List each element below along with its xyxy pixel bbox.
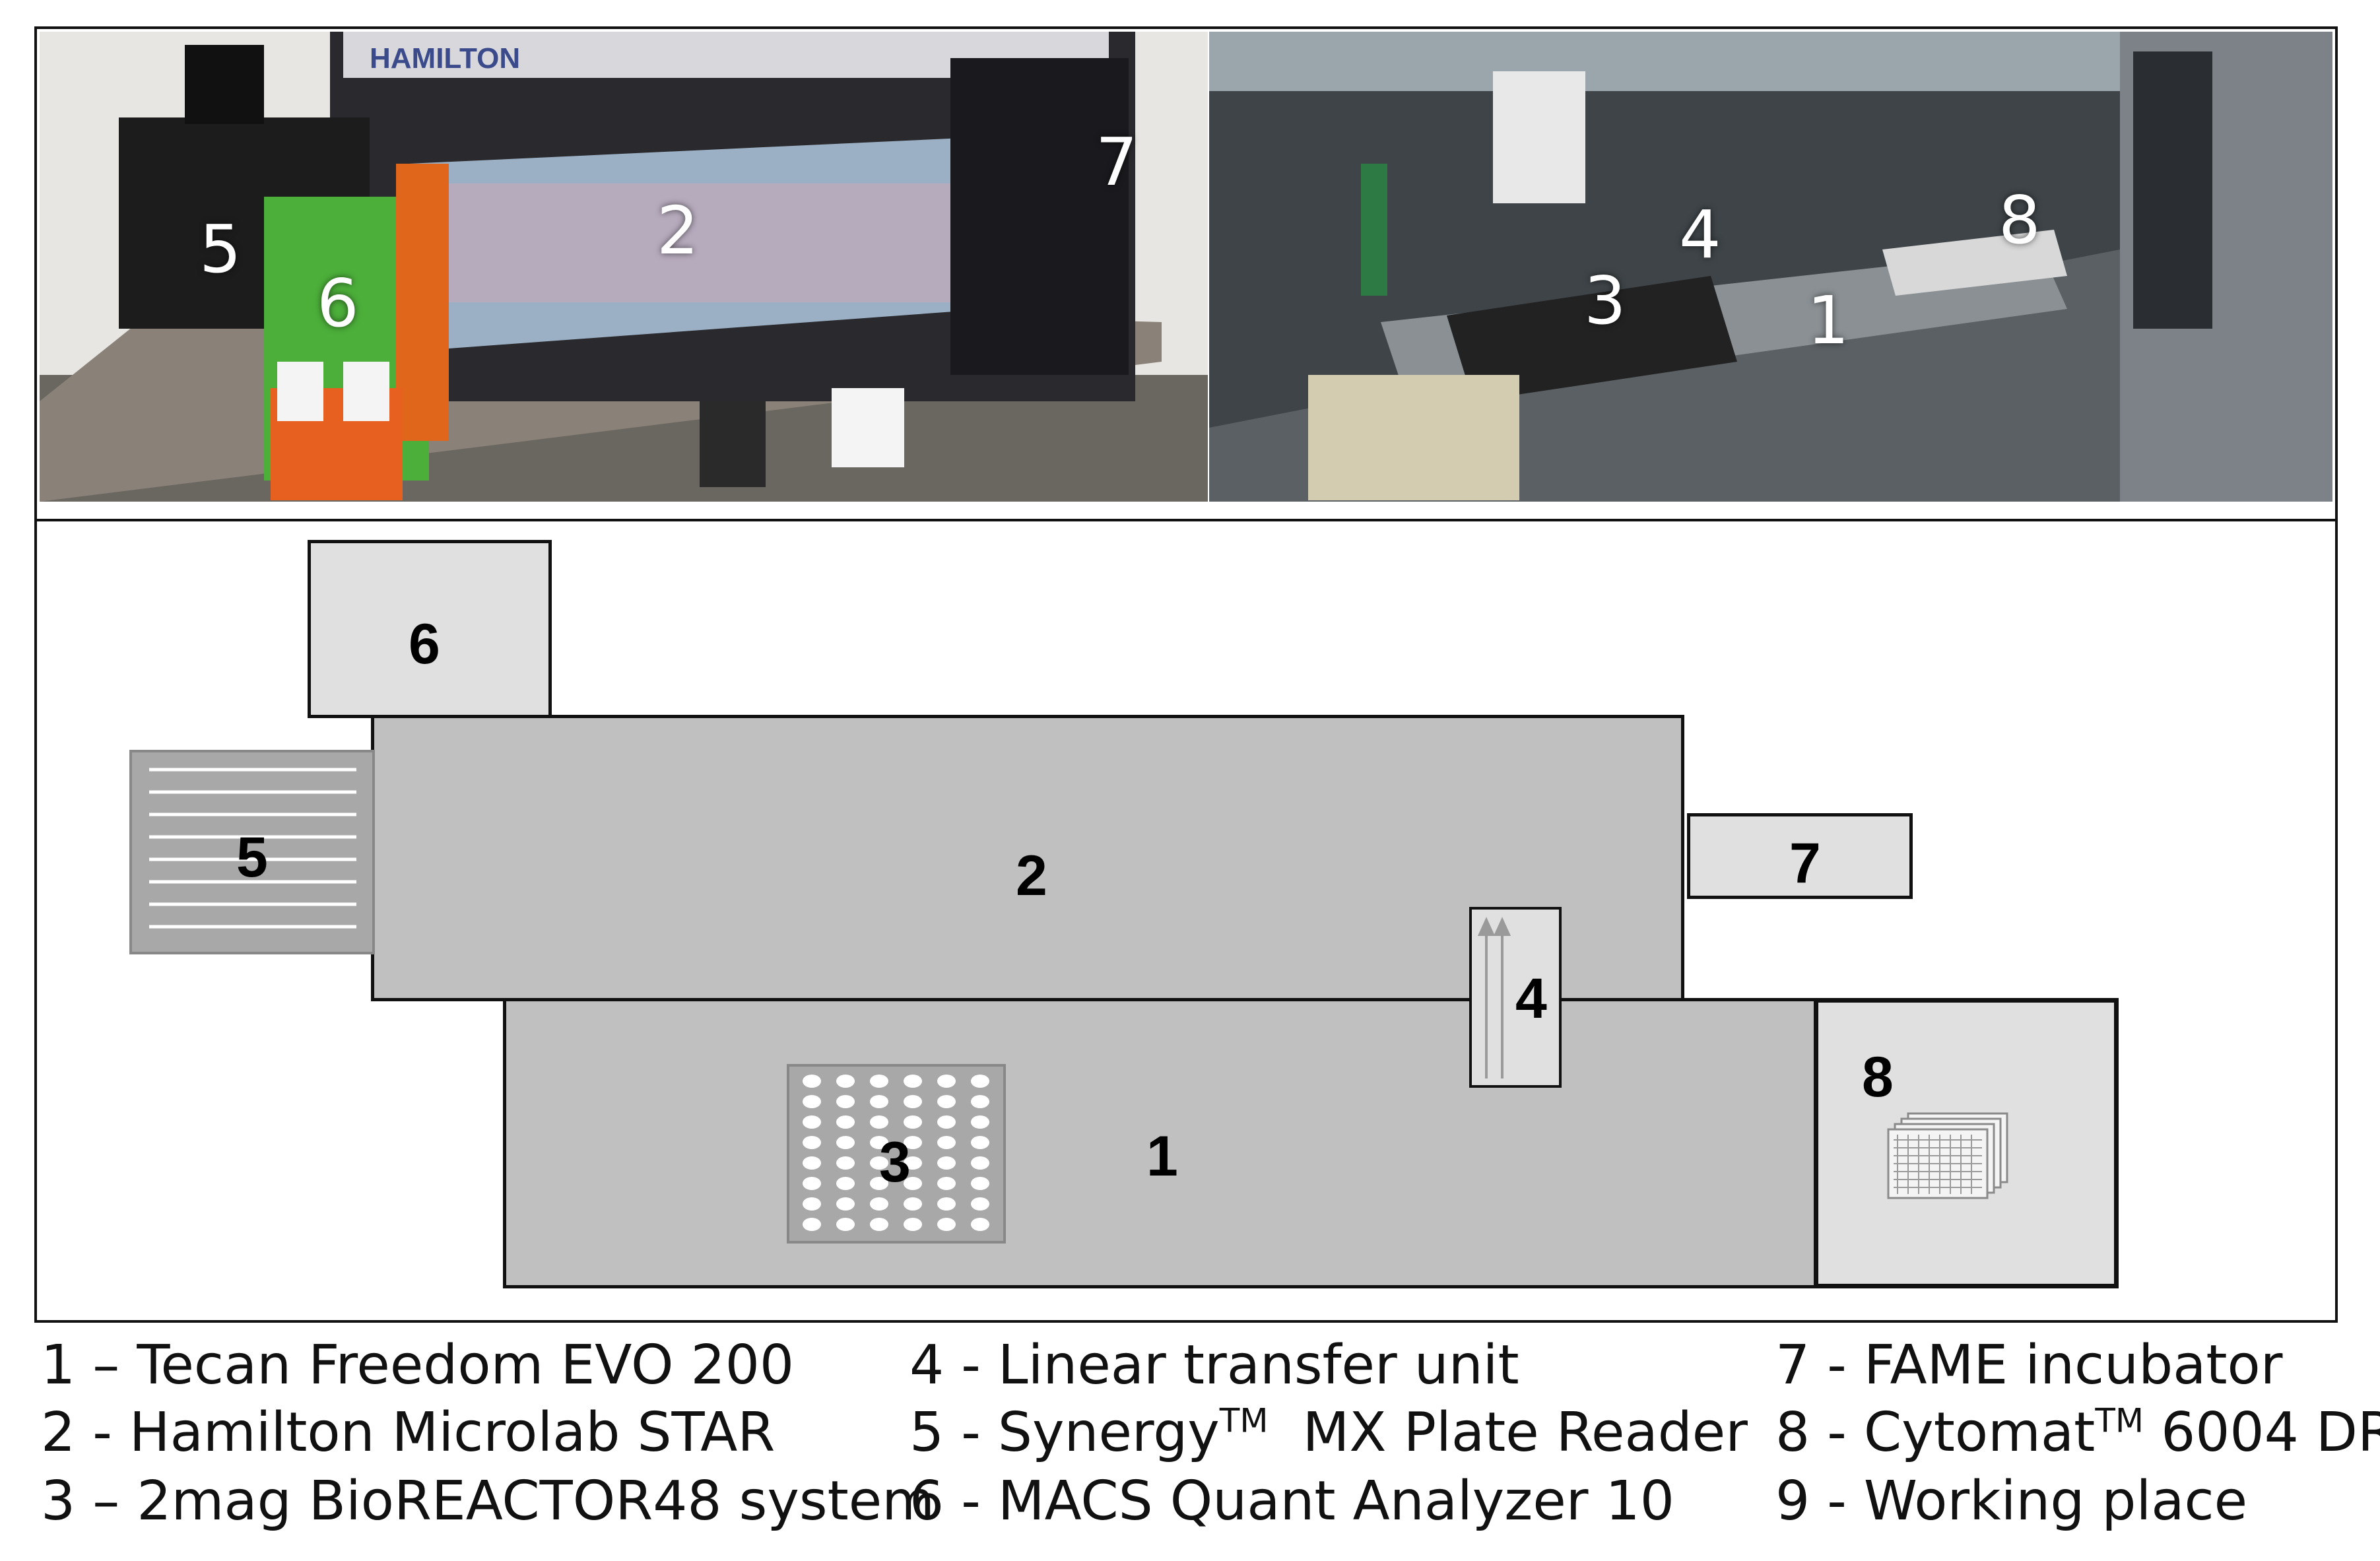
bioreactor-well [904, 1156, 922, 1170]
bioreactor-well [870, 1095, 888, 1108]
unit-2-hamilton-star: 2 [371, 715, 1684, 1001]
layout-diagram-frame [34, 519, 2338, 1323]
bioreactor-well [971, 1075, 989, 1088]
bioreactor-well [803, 1177, 821, 1190]
bioreactor-well [937, 1177, 956, 1190]
bioreactor-well [937, 1156, 956, 1170]
unit-5-stripes [149, 768, 356, 929]
bioreactor-well [803, 1218, 821, 1231]
legend-item-7: 7 - FAME incubator [1775, 1334, 2283, 1397]
legend-item-9: 9 - Working place [1775, 1470, 2248, 1533]
bioreactor-well [870, 1136, 888, 1149]
bioreactor-well [870, 1156, 888, 1170]
bioreactor-well [904, 1177, 922, 1190]
bioreactor-well [836, 1075, 855, 1088]
bioreactor-well [904, 1095, 922, 1108]
bioreactor-well [937, 1115, 956, 1129]
bioreactor-well [971, 1218, 989, 1231]
bioreactor-well [937, 1095, 956, 1108]
bioreactor-well [937, 1136, 956, 1149]
bioreactor-well [971, 1115, 989, 1129]
unit-3-label: 3 [879, 1131, 911, 1194]
transfer-arrows-icon [1477, 917, 1511, 1079]
unit-4-label: 4 [1515, 967, 1547, 1030]
legend-item-6: 6 - MACS Quant Analyzer 10 [909, 1470, 1674, 1533]
bioreactor-well [971, 1197, 989, 1211]
legend-item-4: 4 - Linear transfer unit [909, 1334, 1519, 1397]
unit-2-label: 2 [1016, 844, 1047, 908]
bioreactor-well [836, 1197, 855, 1211]
unit-7-fame-incubator: 7 [1687, 813, 1913, 899]
bioreactor-well [803, 1075, 821, 1088]
bioreactor-well [870, 1115, 888, 1129]
photo-label-6: 6 [317, 265, 359, 342]
bioreactor-well [803, 1136, 821, 1149]
photo-label-8: 8 [1999, 182, 2041, 259]
plate-stack-icon [1887, 1112, 2008, 1199]
photo-label-2: 2 [657, 192, 699, 269]
bioreactor-well [904, 1136, 922, 1149]
bioreactor-well [904, 1197, 922, 1211]
legend-item-8: 8 - CytomatTM 6004 DR [1775, 1401, 2380, 1464]
bioreactor-well [803, 1156, 821, 1170]
unit-3-bioreactor: 3 [787, 1064, 1006, 1244]
legend-item-2: 2 - Hamilton Microlab STAR [41, 1401, 776, 1464]
unit-8-cytomat: 8 [1814, 998, 2119, 1288]
unit-8-label: 8 [1862, 1046, 1894, 1109]
bioreactor-well [836, 1177, 855, 1190]
bioreactor-well [904, 1075, 922, 1088]
photo-label-3: 3 [1584, 262, 1626, 339]
bioreactor-well [870, 1218, 888, 1231]
bioreactor-well [870, 1177, 888, 1190]
bioreactor-well [803, 1115, 821, 1129]
bioreactor-well [971, 1136, 989, 1149]
bioreactor-well [937, 1075, 956, 1088]
photo-hamilton-workstation: HAMILTON 5 6 2 7 [40, 32, 1208, 502]
bioreactor-well [836, 1218, 855, 1231]
photo-label-7: 7 [1096, 123, 1138, 201]
bioreactor-well [803, 1095, 821, 1108]
unit-6-macs-analyzer: 6 [308, 540, 552, 718]
bioreactor-well [971, 1095, 989, 1108]
hamilton-logo: HAMILTON [370, 42, 520, 75]
photo-hamilton-illustration: HAMILTON [40, 32, 1208, 502]
legend-item-5: 5 - SynergyTM MX Plate Reader [909, 1401, 1748, 1464]
bioreactor-well [904, 1115, 922, 1129]
bioreactor-well [904, 1218, 922, 1231]
unit-5-plate-reader: 5 [129, 750, 375, 954]
bioreactor-well [836, 1095, 855, 1108]
bioreactor-well-grid [803, 1075, 989, 1231]
bioreactor-well [971, 1177, 989, 1190]
bioreactor-well [870, 1197, 888, 1211]
bioreactor-well [937, 1218, 956, 1231]
unit-1-label: 1 [1146, 1125, 1178, 1188]
legend-item-1: 1 – Tecan Freedom EVO 200 [41, 1334, 795, 1397]
bioreactor-well [803, 1197, 821, 1211]
photo-tecan-workstation: 3 4 1 8 [1209, 32, 2332, 502]
unit-4-linear-transfer: 4 [1469, 907, 1562, 1088]
bioreactor-well [836, 1156, 855, 1170]
photo-tecan-illustration [1209, 32, 2332, 502]
bioreactor-well [870, 1075, 888, 1088]
bioreactor-well [971, 1156, 989, 1170]
unit-6-label: 6 [409, 613, 440, 676]
legend-item-3: 3 – 2mag BioREACTOR48 system [41, 1470, 935, 1533]
unit-5-label: 5 [236, 826, 268, 889]
bioreactor-well [836, 1136, 855, 1149]
bioreactor-well [937, 1197, 956, 1211]
photo-label-5: 5 [199, 211, 242, 288]
bioreactor-well [836, 1115, 855, 1129]
photo-label-1: 1 [1807, 282, 1849, 359]
unit-7-label: 7 [1789, 832, 1821, 895]
photo-label-4: 4 [1679, 196, 1721, 273]
unit-1-tecan-evo: 1 [503, 998, 1823, 1288]
